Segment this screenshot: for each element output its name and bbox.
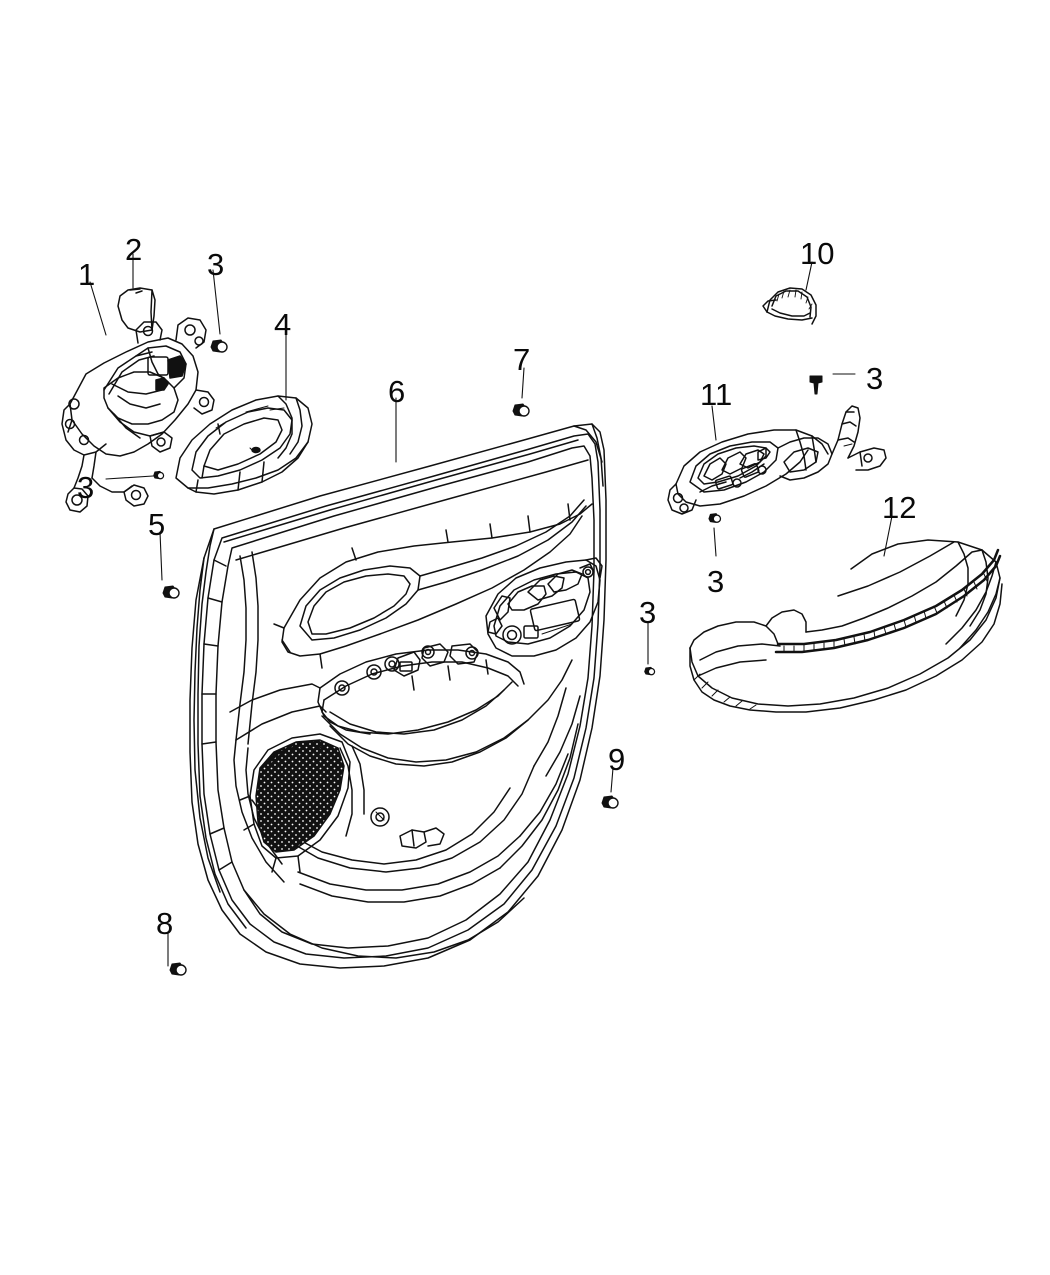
part-3e-push-pin (708, 513, 722, 557)
part-11-switch-bezel (667, 405, 887, 515)
callout-2: 2 (125, 232, 143, 267)
door-pull-arm (317, 643, 525, 735)
part-9-push-pin (601, 767, 619, 809)
switch-pod-cavity (485, 557, 603, 657)
callout-6: 6 (388, 374, 406, 409)
part-10-pull-handle-strap (762, 261, 817, 325)
callout-9: 9 (608, 742, 626, 777)
part-12-armrest (689, 515, 1003, 713)
part-3c-push-pin (644, 621, 656, 676)
callout-3d: 3 (866, 361, 884, 396)
callout-5: 5 (148, 507, 166, 542)
callout-1: 1 (78, 257, 96, 292)
part-2-trim-patch (117, 253, 156, 333)
part-1-handle-actuator (61, 281, 215, 513)
part-7-push-pin (512, 367, 530, 417)
callout-3b: 3 (77, 470, 95, 505)
callout-10: 10 (800, 236, 835, 271)
part-8-push-pin (167, 931, 187, 976)
callout-8: 8 (156, 906, 174, 941)
part-3b-push-pin (105, 470, 165, 480)
part-4-handle-bezel (175, 331, 313, 495)
part-3a-push-pin (210, 269, 228, 353)
part-3d-screw (809, 373, 856, 395)
part-6-door-trim-panel (189, 397, 607, 969)
callout-7: 7 (513, 342, 531, 377)
callout-3c: 3 (639, 595, 657, 630)
callout-4: 4 (274, 307, 292, 342)
callout-11: 11 (700, 377, 733, 412)
callout-3e: 3 (707, 564, 725, 599)
callout-12: 12 (882, 490, 917, 525)
part-5-push-pin (159, 531, 180, 599)
callout-3a: 3 (207, 247, 225, 282)
